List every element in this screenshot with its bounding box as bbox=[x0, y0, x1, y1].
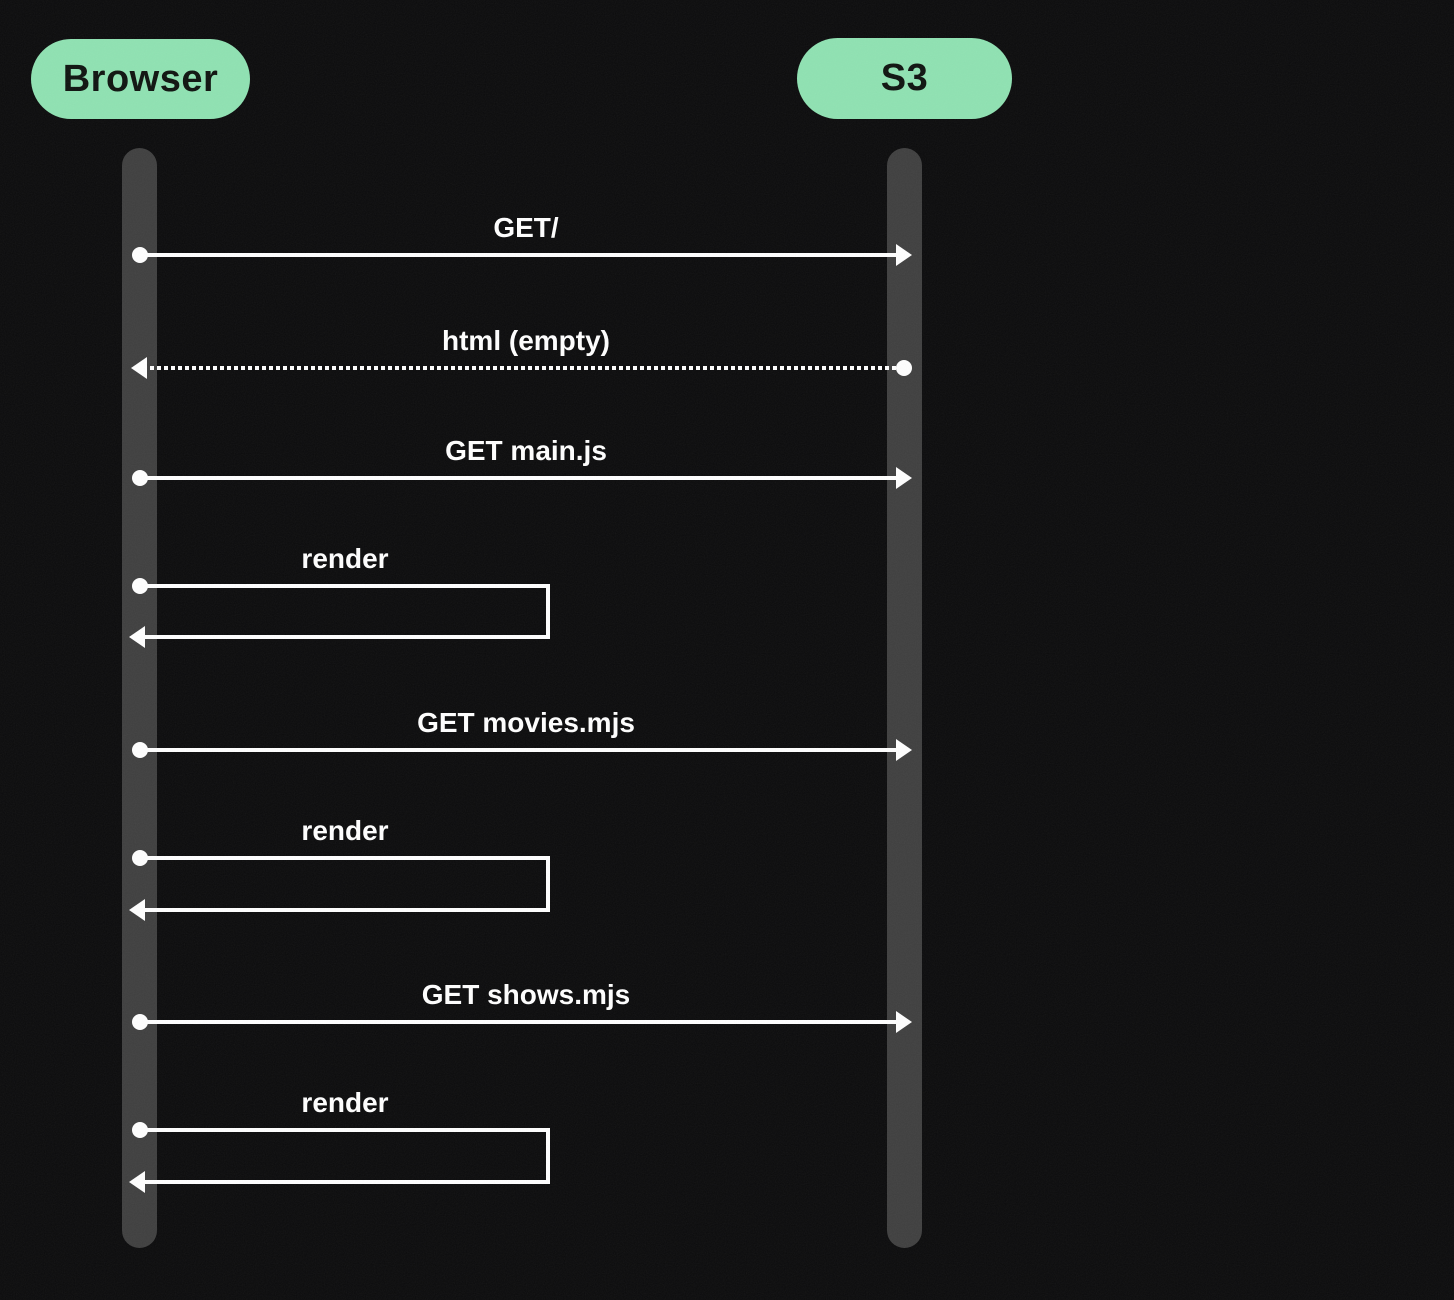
actor-browser-label: Browser bbox=[62, 57, 219, 100]
arrow-line bbox=[140, 476, 898, 480]
arrow-dotted-line bbox=[150, 366, 896, 370]
arrow-line bbox=[140, 253, 898, 257]
message-label: GET movies.mjs bbox=[417, 707, 635, 738]
message-label: render bbox=[301, 543, 389, 574]
message-label: GET main.js bbox=[445, 435, 607, 466]
lifeline-s3 bbox=[887, 148, 922, 1248]
message-label: GET/ bbox=[493, 212, 559, 243]
self-call-loop bbox=[140, 856, 550, 912]
message-label: render bbox=[301, 1087, 389, 1118]
arrow-line bbox=[140, 748, 898, 752]
self-call-loop bbox=[140, 1128, 550, 1184]
message-label: html (empty) bbox=[442, 325, 610, 356]
lifeline-browser bbox=[122, 148, 157, 1248]
message-label: GET shows.mjs bbox=[421, 979, 631, 1010]
arrow-line bbox=[140, 1020, 898, 1024]
message-label: render bbox=[301, 815, 389, 846]
actor-pill-s3: S3 bbox=[797, 38, 1012, 119]
actor-pill-browser: Browser bbox=[31, 39, 250, 119]
actor-s3-label: S3 bbox=[880, 57, 929, 99]
self-call-loop bbox=[140, 584, 550, 639]
